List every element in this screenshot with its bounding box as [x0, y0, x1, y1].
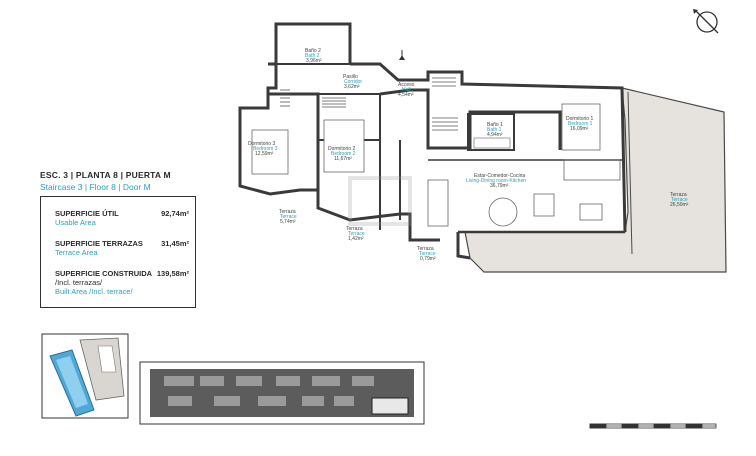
- site-key-plan: [41, 333, 129, 419]
- svg-text:4,94m²: 4,94m²: [487, 132, 503, 138]
- svg-text:16,09m²: 16,09m²: [570, 126, 589, 132]
- svg-text:Baño 1: Baño 1: [487, 122, 503, 128]
- unit-subtitle: Staircase 3 | Floor 8 | Door M: [40, 182, 151, 192]
- bath1-room: [467, 113, 515, 151]
- svg-text:Hall: Hall: [402, 87, 411, 93]
- unit-title: ESC. 3 | PLANTA 8 | PUERTA M: [40, 170, 171, 180]
- svg-text:Bath 1: Bath 1: [487, 127, 502, 133]
- svg-text:Corridor: Corridor: [344, 79, 362, 85]
- room-labels: Baño 2 Bath 2 3,96m² Pasillo Corridor 3,…: [248, 48, 689, 262]
- compass-icon: [693, 9, 719, 34]
- svg-text:12,59m²: 12,59m²: [255, 151, 274, 157]
- svg-text:11,67m²: 11,67m²: [334, 156, 352, 162]
- svg-text:Terraza: Terraza: [279, 209, 296, 215]
- svg-text:36,79m²: 36,79m²: [490, 183, 509, 189]
- svg-text:Terrace: Terrace: [348, 231, 365, 237]
- svg-text:Bedroom 2: Bedroom 2: [331, 151, 356, 157]
- svg-text:Bath 2: Bath 2: [305, 53, 320, 59]
- building-location-plan: [139, 361, 425, 425]
- svg-text:Bedroom 3: Bedroom 3: [253, 146, 278, 152]
- svg-text:Living-Dining room-Kitchen: Living-Dining room-Kitchen: [466, 178, 526, 184]
- entrance-arrow-icon: [399, 55, 405, 60]
- svg-text:Bedroom 1: Bedroom 1: [568, 121, 593, 127]
- bed-bedroom2: [323, 119, 365, 173]
- svg-text:5,74m²: 5,74m²: [280, 219, 296, 225]
- terrace-large-floor: [464, 87, 727, 273]
- built-area-row: SUPERFICIE CONSTRUIDA 139,58m² /Incl. te…: [55, 269, 189, 296]
- svg-text:1,42m²: 1,42m²: [348, 236, 364, 242]
- svg-text:Terrace: Terrace: [280, 214, 297, 220]
- bed-bedroom1: [561, 103, 601, 151]
- svg-text:26,50m²: 26,50m²: [670, 202, 689, 208]
- stair-hatching: [280, 77, 458, 131]
- svg-text:Acceso: Acceso: [398, 82, 415, 88]
- svg-text:Pasillo: Pasillo: [343, 74, 358, 80]
- svg-text:Dormitorio 1: Dormitorio 1: [566, 116, 593, 122]
- svg-text:Terrace: Terrace: [419, 251, 436, 257]
- svg-text:Dormitorio 2: Dormitorio 2: [328, 146, 355, 152]
- area-summary-table: SUPERFICIE ÚTIL 92,74m² Usable Area SUPE…: [40, 196, 196, 308]
- terrace-area-row: SUPERFICIE TERRAZAS 31,45m² Terrace Area: [55, 239, 189, 257]
- useful-area-row: SUPERFICIE ÚTIL 92,74m² Usable Area: [55, 209, 189, 227]
- watermark-logo: [348, 176, 412, 226]
- svg-text:4,54m²: 4,54m²: [398, 92, 414, 98]
- scale-bar: [589, 423, 717, 429]
- svg-text:3,96m²: 3,96m²: [306, 58, 322, 64]
- living-furniture: [427, 159, 621, 227]
- bed-bedroom3: [251, 129, 289, 175]
- svg-text:Estar-Comedor-Cocina: Estar-Comedor-Cocina: [474, 173, 525, 179]
- svg-text:Baño 2: Baño 2: [305, 48, 321, 54]
- svg-text:0,79m²: 0,79m²: [420, 256, 436, 262]
- svg-text:Terrace: Terrace: [671, 197, 688, 203]
- svg-text:Terraza: Terraza: [670, 192, 687, 198]
- svg-text:Dormitorio 3: Dormitorio 3: [248, 141, 275, 147]
- svg-text:Terraza: Terraza: [417, 246, 434, 252]
- svg-text:3,62m²: 3,62m²: [344, 84, 360, 90]
- svg-text:Terraza: Terraza: [346, 226, 363, 232]
